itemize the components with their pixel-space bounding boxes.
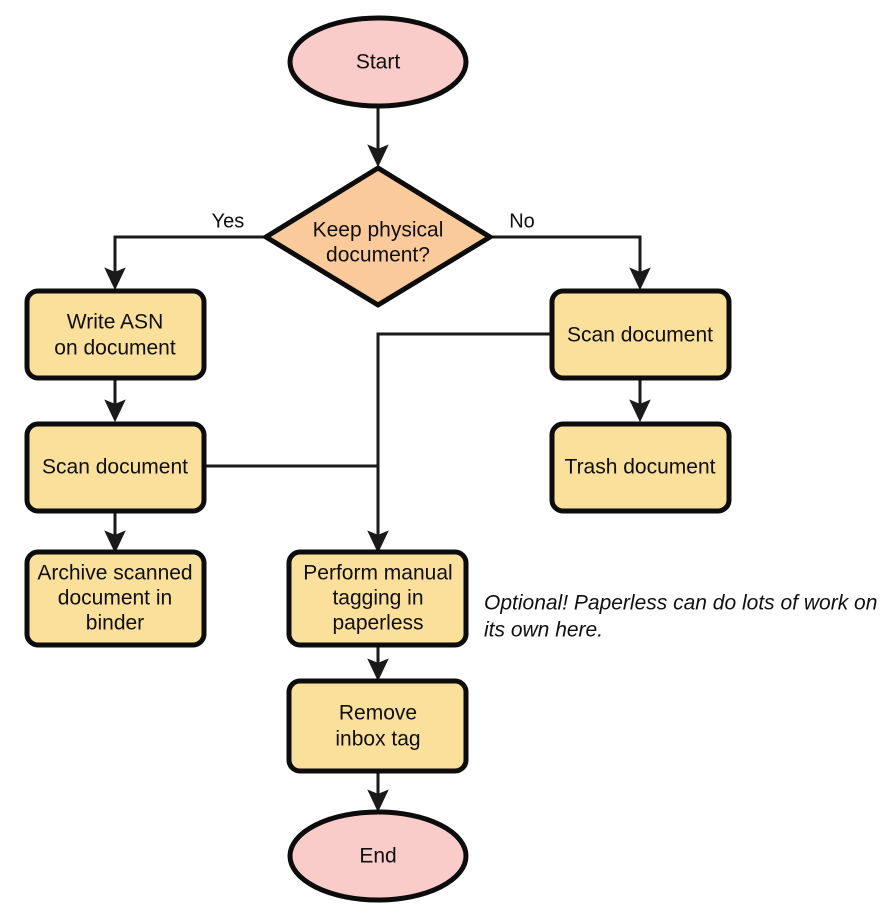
optional-note-line1: Optional! Paperless can do lots of work … [484, 592, 877, 615]
write-asn-label-line1: Write ASN [67, 311, 163, 334]
write-asn-label-line2: on document [54, 337, 176, 360]
node-archive-scanned-document[interactable]: Archive scanned document in binder [24, 549, 207, 648]
archive-label-line2: document in [58, 587, 172, 610]
archive-box-shape [24, 549, 207, 648]
decision-diamond-shape [261, 165, 495, 308]
annotation-optional-note: Optional! Paperless can do lots of work … [484, 592, 877, 642]
edge-decision-yes-to-write-asn [104, 235, 266, 291]
start-ellipse-shape [287, 15, 469, 109]
node-trash-document[interactable]: Trash document [549, 421, 732, 514]
node-write-asn-on-document[interactable]: Write ASN on document [24, 288, 207, 381]
end-label: End [359, 845, 396, 868]
node-scan-document-left[interactable]: Scan document [24, 421, 207, 514]
optional-note-line2: its own here. [484, 619, 603, 642]
scan-document-right-label: Scan document [567, 324, 713, 347]
edge-decision-no-to-scan-right [490, 235, 651, 291]
node-end[interactable]: End [287, 809, 469, 903]
scan-document-right-box-shape [549, 288, 732, 381]
node-scan-document-right[interactable]: Scan document [549, 288, 732, 381]
manual-tagging-label-line2: tagging in [332, 587, 423, 610]
trash-document-box-shape [549, 421, 732, 514]
remove-inbox-label-line2: inbox tag [335, 728, 420, 751]
decision-label-line1: Keep physical [313, 219, 444, 242]
trash-document-label: Trash document [565, 456, 716, 479]
archive-label-line3: binder [86, 612, 144, 635]
edge-label-yes: Yes [212, 210, 245, 232]
start-label: Start [356, 51, 401, 74]
node-perform-manual-tagging[interactable]: Perform manual tagging in paperless [286, 549, 469, 648]
edge-scan-right-to-manual-tag [367, 332, 552, 554]
edge-label-no: No [509, 210, 535, 232]
remove-inbox-tag-box-shape [286, 678, 469, 774]
node-remove-inbox-tag[interactable]: Remove inbox tag [286, 678, 469, 774]
remove-inbox-label-line1: Remove [339, 702, 417, 725]
decision-label-line2: document? [326, 244, 430, 267]
manual-tagging-label-line3: paperless [332, 612, 423, 635]
node-decision-keep-physical-document[interactable]: Keep physical document? [261, 165, 495, 308]
scan-document-left-box-shape [24, 421, 207, 514]
write-asn-box-shape [24, 288, 207, 381]
node-start[interactable]: Start [287, 15, 469, 109]
archive-label-line1: Archive scanned [37, 562, 192, 585]
manual-tagging-label-line1: Perform manual [303, 562, 452, 585]
scan-document-left-label: Scan document [42, 456, 188, 479]
manual-tagging-box-shape [286, 549, 469, 648]
end-ellipse-shape [287, 809, 469, 903]
